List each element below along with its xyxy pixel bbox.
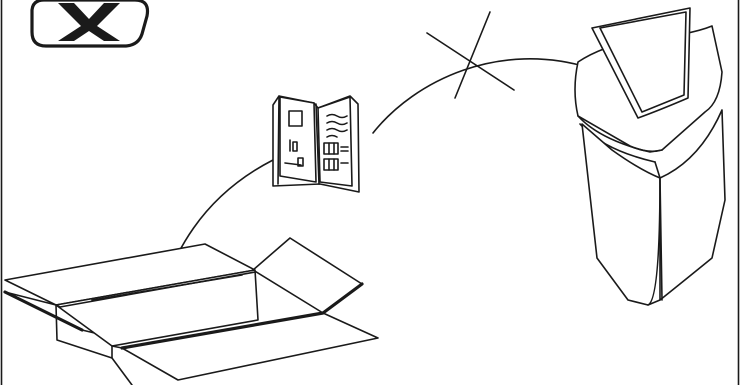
manual-book [273, 96, 359, 192]
prohibition-x-icon [32, 0, 148, 46]
cardboard-box [5, 238, 378, 385]
path-manual-to-bin-crossed [373, 59, 590, 133]
cross-out-mark [427, 12, 514, 98]
waste-bin [575, 8, 725, 305]
